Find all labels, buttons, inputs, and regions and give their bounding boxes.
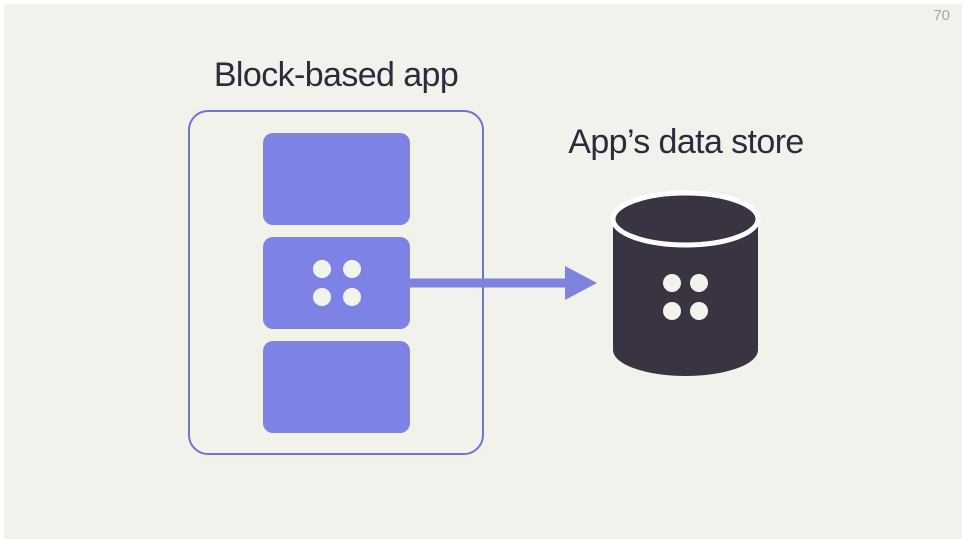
app-block-middle: [263, 237, 410, 329]
data-dots-icon: [312, 260, 361, 306]
cylinder-top: [610, 190, 761, 248]
datastore-title: App’s data store: [568, 123, 804, 161]
app-block-top: [263, 133, 410, 225]
block-app-container: [188, 110, 484, 455]
slide-number: 70: [933, 7, 950, 24]
cylinder-body: [613, 219, 758, 376]
dot: [663, 274, 681, 292]
database-cylinder-icon: [610, 190, 761, 376]
dot: [312, 260, 331, 278]
dot: [690, 274, 708, 292]
dot: [690, 302, 708, 320]
app-block-bottom: [263, 341, 410, 433]
dot: [312, 288, 331, 306]
datastore-dots-icon: [663, 274, 708, 320]
dot: [342, 288, 361, 306]
arrow-head: [565, 266, 597, 300]
dot: [342, 260, 361, 278]
dot: [663, 302, 681, 320]
block-app-title: Block-based app: [213, 56, 459, 94]
data-flow-arrow-icon: [409, 266, 597, 300]
